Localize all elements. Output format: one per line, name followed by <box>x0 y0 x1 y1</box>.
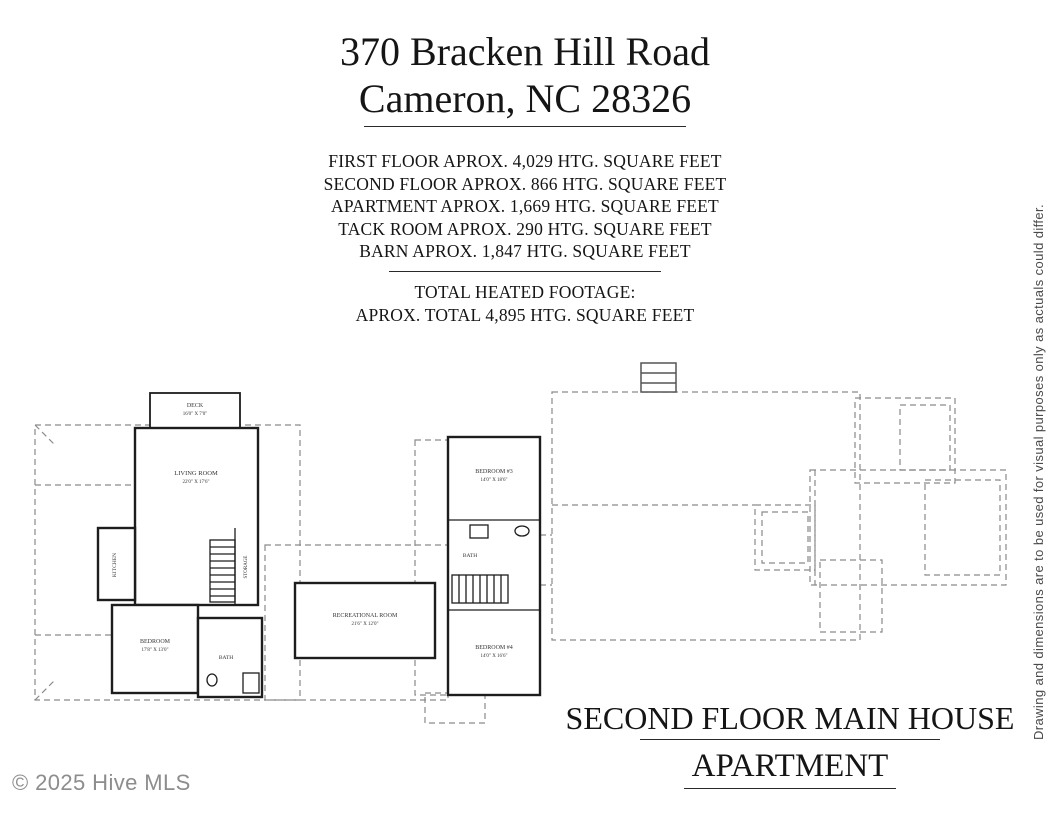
title-underline <box>364 126 686 127</box>
roof-wing-lower-right <box>809 469 1007 586</box>
roof-room-lower-mid <box>819 559 883 633</box>
room-label-living: LIVING ROOM <box>174 470 218 477</box>
caption-underline-1 <box>640 739 940 740</box>
floor-plan-svg: DECK 16'0" X 7'0" LIVING ROOM 22'0" X 17… <box>34 362 1007 724</box>
footage-divider <box>389 270 661 272</box>
footage-line-first-floor: FIRST FLOOR APROX. 4,029 HTG. SQUARE FEE… <box>328 151 722 171</box>
footage-summary: FIRST FLOOR APROX. 4,029 HTG. SQUARE FEE… <box>0 150 1050 326</box>
caption-underline-2 <box>684 788 896 789</box>
chimney-outline <box>640 362 677 393</box>
room-label-bedroom: BEDROOM <box>140 639 171 645</box>
shower-fixture <box>469 524 489 539</box>
chimney <box>640 362 677 393</box>
interior-details <box>206 519 540 694</box>
disclaimer-vertical-text: Drawing and dimensions are to be used fo… <box>1031 203 1046 740</box>
room-dims-bedroom4: 14'0" X 16'6" <box>481 654 508 659</box>
roof-room-upper-right <box>899 404 951 471</box>
roof-room-lower-right <box>924 479 1001 576</box>
caption-line2: APARTMENT <box>691 748 889 784</box>
caption-line1: SECOND FLOOR MAIN HOUSE <box>565 700 1015 736</box>
room-dims-rec: 21'6" X 12'0" <box>352 622 379 627</box>
tub-fixture <box>242 672 260 694</box>
footage-line-barn: BARN APROX. 1,847 HTG. SQUARE FEET <box>359 241 691 262</box>
room-label-storage: STORAGE <box>244 556 249 579</box>
kitchen-walls <box>96 526 137 602</box>
living-room-walls <box>133 426 260 607</box>
footage-line-second-floor: SECOND FLOOR APROX. 866 HTG. SQUARE FEET <box>323 173 727 194</box>
floor-plan-drawing: DECK 16'0" X 7'0" LIVING ROOM 22'0" X 17… <box>0 335 1050 745</box>
plan-caption: SECOND FLOOR MAIN HOUSE APARTMENT <box>552 699 1028 789</box>
room-label-bath1: BATH <box>219 655 233 661</box>
room-dims-bedroom3: 14'0" X 18'6" <box>481 478 508 483</box>
room-dims-deck: 16'0" X 7'0" <box>183 412 208 417</box>
copyright-text: © 2025 Hive MLS <box>12 770 191 795</box>
room-dims-bedroom: 17'8" X 13'0" <box>142 648 169 653</box>
porch-hatch-1 <box>34 424 56 446</box>
footage-total-label: TOTAL HEATED FOOTAGE: <box>414 281 636 302</box>
room-label-bedroom4: BEDROOM #4 <box>475 645 513 651</box>
room-label-deck: DECK <box>187 403 204 409</box>
second-floor-block-walls <box>446 435 542 697</box>
stairs-left <box>209 539 236 603</box>
address-line1: 370 Bracken Hill Road <box>340 29 710 74</box>
footage-total-value: APROX. TOTAL 4,895 HTG. SQUARE FEET <box>355 304 695 325</box>
room-label-rec: RECREATIONAL ROOM <box>333 613 398 619</box>
sink-fixture <box>514 525 530 537</box>
footage-line-apartment: APARTMENT APROX. 1,669 HTG. SQUARE FEET <box>331 196 719 217</box>
lower-stoop-outline <box>424 692 486 724</box>
room-label-bedroom3: BEDROOM #3 <box>475 469 513 475</box>
address-line2: Cameron, NC 28326 <box>358 76 692 121</box>
rec-room-walls <box>293 581 437 660</box>
roof-stair-well-outer <box>754 504 816 571</box>
room-label-bath2: BATH <box>463 553 477 559</box>
toilet-fixture <box>206 673 218 687</box>
bedroom-walls <box>110 603 200 695</box>
deck-walls <box>149 392 241 429</box>
room-label-kitchen: KITCHEN <box>112 553 118 577</box>
roof-stair-well-inner <box>761 511 809 564</box>
room-dims-living: 22'0" X 17'6" <box>183 480 210 485</box>
porch-hatch-2 <box>34 679 56 701</box>
footage-line-tack-room: TACK ROOM APROX. 290 HTG. SQUARE FEET <box>338 218 712 239</box>
roof-wing-upper-right <box>854 397 956 484</box>
main-house-roof-outline <box>551 391 861 641</box>
room-labels: DECK 16'0" X 7'0" LIVING ROOM 22'0" X 17… <box>112 403 513 661</box>
header: 370 Bracken Hill Road Cameron, NC 28326 <box>0 28 1050 127</box>
